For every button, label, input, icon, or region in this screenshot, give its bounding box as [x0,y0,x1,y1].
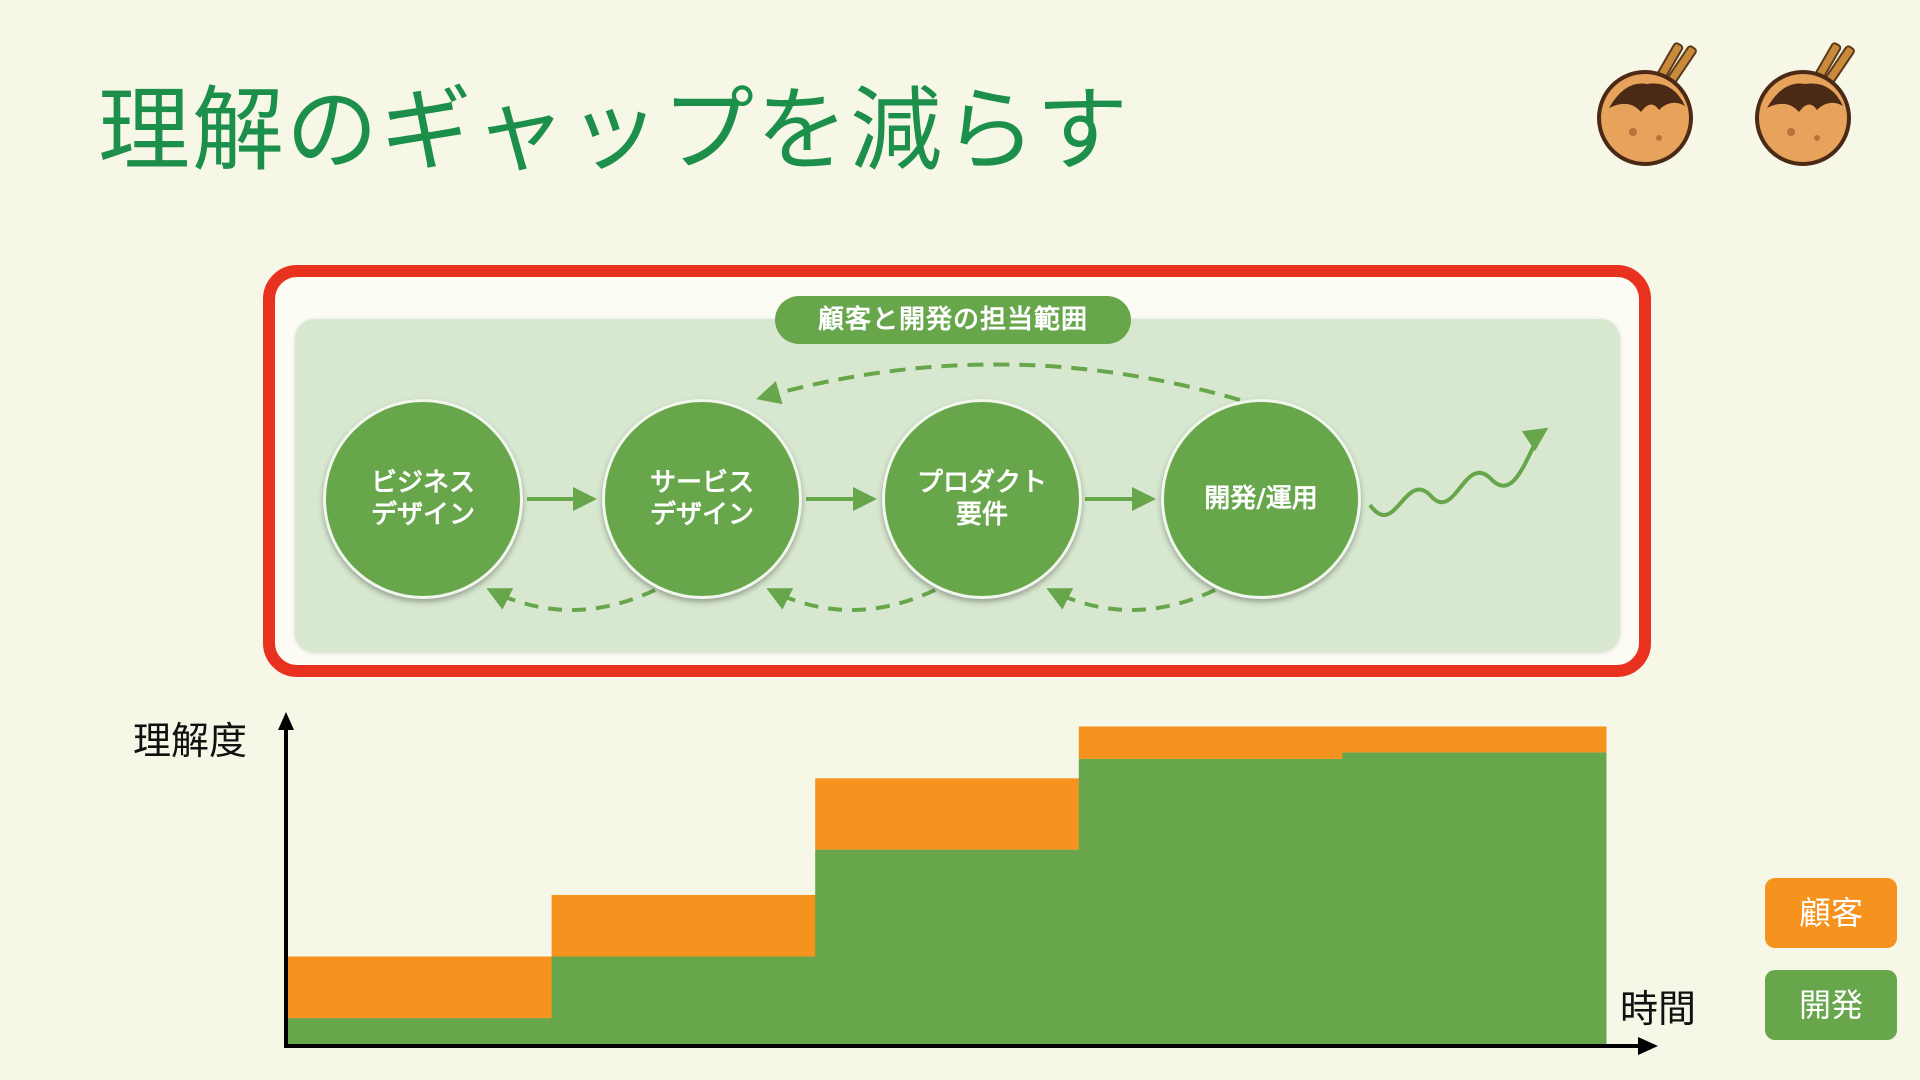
stage-label: デザイン [649,500,754,530]
stage-label: プロダクト [916,467,1047,498]
takoyaki-icon [1597,42,1697,166]
bar-development [551,956,816,1044]
legend-development: 開発 [1765,970,1897,1040]
page-title: 理解のギャップを減らす [98,77,1131,184]
growth-arrow [1368,427,1549,517]
legend-customer: 顧客 [1765,878,1897,948]
bar-development [288,1018,553,1044]
stage-label: デザイン [370,500,475,530]
takoyaki-icon [1755,42,1855,166]
stage-label: 要件 [955,500,1008,530]
feedback-arrow [766,588,936,612]
x-axis-label: 時間 [1620,987,1697,1031]
scope-label: 顧客と開発の担当範囲 [775,296,1131,344]
bar-development [815,849,1080,1044]
stage-label: 開発/運用 [1204,483,1318,514]
x-axis-arrowhead [1638,1037,1658,1055]
feedback-arrow-top [756,362,1241,405]
bar-customer [288,956,553,1019]
chart-bars [288,726,1607,1044]
feedback-arrow [1046,588,1216,612]
stage-label: ビジネス [370,467,475,498]
stage-product-requirements: プロダクト 要件 [882,399,1082,599]
y-axis-arrowhead [278,712,294,730]
stage-service-design: サービス デザイン [602,399,802,599]
stage-label: サービス [649,467,754,498]
bar-development [1342,752,1607,1044]
stage-development-operation: 開発/運用 [1161,399,1361,599]
bar-customer [551,894,816,957]
stage-business-design: ビジネス デザイン [323,399,523,599]
bar-development [1078,758,1343,1044]
bar-customer [1078,726,1343,759]
bar-customer [1342,726,1607,753]
y-axis-label: 理解度 [133,719,248,763]
bar-customer [815,778,1080,850]
feedback-arrow [486,588,656,612]
